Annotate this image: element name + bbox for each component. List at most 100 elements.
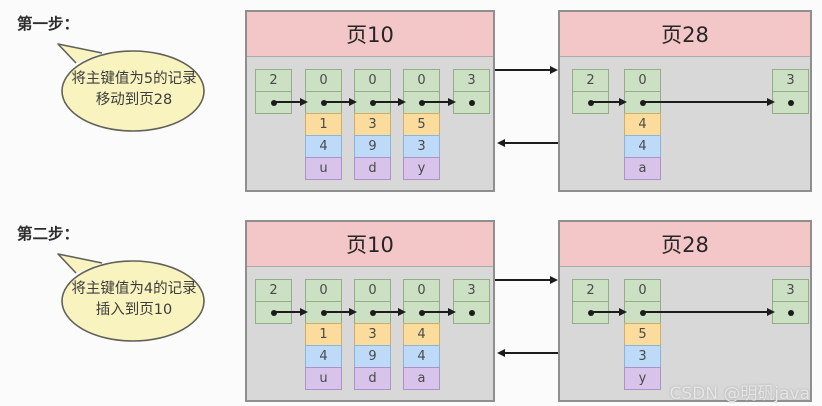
step-label: 第二步： <box>17 225 80 243</box>
record-pointer-dot <box>468 309 475 316</box>
record-pointer-dot <box>787 99 794 106</box>
record-link-arrow <box>421 98 456 106</box>
record-c3-cell: d <box>354 157 391 180</box>
supremum-record: 3 <box>772 279 809 324</box>
record-c2-cell: 4 <box>305 345 342 368</box>
record-type-cell: 0 <box>403 279 440 302</box>
user-record: 0 4 4 a <box>624 69 661 180</box>
user-record: 0 5 3 y <box>403 69 440 180</box>
next-page-arrow <box>495 276 558 284</box>
page-body: 2 0 4 4 a 3 <box>560 57 810 191</box>
record-c2-cell: 9 <box>354 345 391 368</box>
page-title: 页28 <box>560 12 810 57</box>
speech-bubble-text: 将主键值为5的记录 移动到页28 <box>55 69 213 111</box>
record-link-arrow <box>273 98 308 106</box>
bubble-line-2: 插入到页10 <box>95 302 173 318</box>
speech-bubble <box>57 253 205 342</box>
record-pk-cell: 4 <box>624 113 661 136</box>
user-record: 0 4 4 a <box>403 279 440 390</box>
record-pk-cell: 5 <box>624 323 661 346</box>
infimum-record: 2 <box>255 69 292 114</box>
prev-page-arrow <box>497 349 558 357</box>
record-c3-cell: u <box>305 367 342 390</box>
record-pk-cell: 5 <box>403 113 440 136</box>
user-record: 0 1 4 u <box>305 69 342 180</box>
infimum-record: 2 <box>572 69 609 114</box>
supremum-record: 3 <box>772 69 809 114</box>
record-pointer-dot <box>468 99 475 106</box>
user-record: 0 1 4 u <box>305 279 342 390</box>
page-28-box: 页28 2 0 5 3 y 3 <box>558 220 812 402</box>
page-body: 2 0 1 4 u 0 3 9 d 0 <box>247 57 493 191</box>
speech-bubble <box>57 43 205 132</box>
step-2-section: 第二步： 将主键值为4的记录 插入到页10 页10 2 0 1 4 <box>0 210 822 406</box>
record-type-cell: 0 <box>354 69 391 92</box>
record-c2-cell: 3 <box>403 135 440 158</box>
bubble-line-1: 将主键值为4的记录 <box>71 281 197 297</box>
record-pk-cell: 1 <box>305 323 342 346</box>
bubble-line-1: 将主键值为5的记录 <box>71 71 197 87</box>
record-type-cell: 2 <box>572 69 609 92</box>
record-pointer-cell <box>772 301 809 324</box>
page-title: 页10 <box>247 12 493 57</box>
record-pointer-dot <box>787 309 794 316</box>
record-c2-cell: 3 <box>624 345 661 368</box>
record-c2-cell: 4 <box>624 135 661 158</box>
infimum-record: 2 <box>572 279 609 324</box>
next-page-arrow <box>495 66 558 74</box>
record-type-cell: 3 <box>453 69 490 92</box>
page-10-box: 页10 2 0 1 4 u 0 3 9 d <box>245 10 495 192</box>
record-c3-cell: d <box>354 367 391 390</box>
page-28-box: 页28 2 0 4 4 a 3 <box>558 10 812 192</box>
record-link-arrow <box>421 308 456 316</box>
user-record: 0 3 9 d <box>354 279 391 390</box>
record-link-arrow <box>642 308 775 316</box>
record-c3-cell: a <box>403 367 440 390</box>
record-type-cell: 2 <box>255 69 292 92</box>
record-pointer-cell <box>453 91 490 114</box>
record-link-arrow <box>590 98 627 106</box>
bubble-line-2: 移动到页28 <box>95 92 173 108</box>
user-record: 0 3 9 d <box>354 69 391 180</box>
record-type-cell: 0 <box>403 69 440 92</box>
record-type-cell: 0 <box>305 279 342 302</box>
page-body: 2 0 5 3 y 3 <box>560 267 810 401</box>
record-link-arrow <box>590 308 627 316</box>
step-label: 第一步： <box>17 15 80 33</box>
infimum-record: 2 <box>255 279 292 324</box>
prev-page-arrow <box>497 139 558 147</box>
record-c3-cell: a <box>624 157 661 180</box>
page-title: 页28 <box>560 222 810 267</box>
record-c3-cell: y <box>403 157 440 180</box>
record-c2-cell: 4 <box>403 345 440 368</box>
record-type-cell: 3 <box>453 279 490 302</box>
record-type-cell: 0 <box>305 69 342 92</box>
record-c2-cell: 4 <box>305 135 342 158</box>
record-pointer-cell <box>772 91 809 114</box>
record-type-cell: 3 <box>772 69 809 92</box>
watermark: CSDN @明矾java <box>669 384 811 404</box>
record-type-cell: 2 <box>255 279 292 302</box>
record-link-arrow <box>372 308 406 316</box>
record-type-cell: 3 <box>772 279 809 302</box>
page-body: 2 0 1 4 u 0 3 9 d 0 <box>247 267 493 401</box>
record-type-cell: 0 <box>624 69 661 92</box>
record-pk-cell: 1 <box>305 113 342 136</box>
user-record: 0 5 3 y <box>624 279 661 390</box>
page-10-box: 页10 2 0 1 4 u 0 3 9 d <box>245 220 495 402</box>
record-link-arrow <box>273 308 308 316</box>
speech-bubble-text: 将主键值为4的记录 插入到页10 <box>55 279 213 321</box>
record-link-arrow <box>642 98 775 106</box>
record-pk-cell: 3 <box>354 323 391 346</box>
supremum-record: 3 <box>453 279 490 324</box>
record-type-cell: 0 <box>624 279 661 302</box>
step-1-section: 第一步： 将主键值为5的记录 移动到页28 页10 2 0 1 4 <box>17 10 812 192</box>
record-pk-cell: 4 <box>403 323 440 346</box>
supremum-record: 3 <box>453 69 490 114</box>
record-c3-cell: u <box>305 157 342 180</box>
record-c2-cell: 9 <box>354 135 391 158</box>
record-link-arrow <box>323 98 357 106</box>
record-pointer-cell <box>453 301 490 324</box>
record-type-cell: 2 <box>572 279 609 302</box>
